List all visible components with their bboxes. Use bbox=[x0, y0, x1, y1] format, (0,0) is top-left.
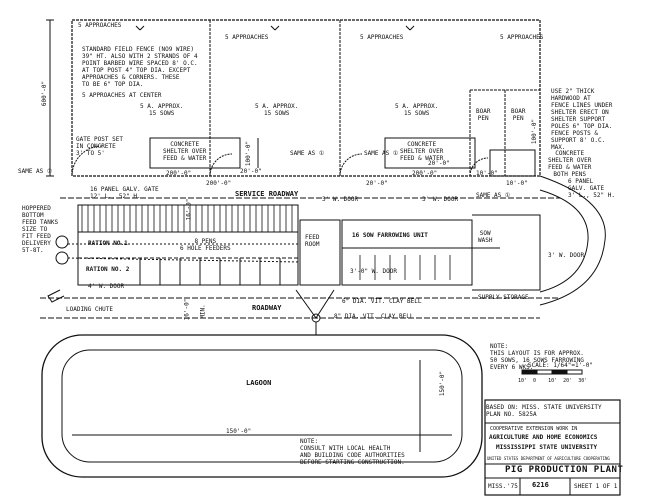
approaches-label-1: 5 APPROACHES bbox=[78, 22, 122, 29]
gate-swing-2 bbox=[209, 153, 233, 177]
sheet-label: SHEET 1 OF 1 bbox=[574, 483, 618, 490]
usda-label: UNITED STATES DEPARTMENT OF AGRICULTURE … bbox=[487, 456, 610, 461]
shelter-3-label: CONCRETE SHELTER OVER FEED & WATER BOTH … bbox=[548, 150, 592, 178]
hardwood-note: USE 2" THICK HARDWOOD AT FENCE LINES UND… bbox=[551, 88, 613, 151]
lagoon-outer bbox=[41, 334, 483, 478]
ration-1-label: RATION NO.1 bbox=[88, 240, 128, 247]
farrowing-stalls bbox=[359, 255, 451, 280]
plan-number: 6216 bbox=[532, 481, 549, 489]
supply-storage-label: SUPPLY STORAGE bbox=[478, 294, 529, 301]
door-label-1: 4' W. DOOR bbox=[88, 283, 125, 290]
approaches-center-label: 5 APPROACHES AT CENTER bbox=[82, 92, 162, 99]
sow-wash-label: SOW WASH bbox=[478, 230, 493, 244]
approaches-label-3: 5 APPROACHES bbox=[360, 34, 404, 41]
door-label-3: 3' W. DOOR bbox=[422, 196, 459, 203]
dim-200-b: 200'-0" bbox=[206, 180, 232, 187]
lot-1-label: 5 A. APPROX. 15 SOWS bbox=[140, 103, 184, 117]
dim-16-b: 16'-0" bbox=[183, 298, 191, 321]
same-as-3: SAME AS ① bbox=[364, 150, 399, 157]
msu-label: MISSISSIPPI STATE UNIVERSITY bbox=[496, 444, 598, 451]
shelter-2-label: CONCRETE SHELTER OVER FEED & WATER bbox=[400, 141, 444, 162]
pen-dividers bbox=[139, 258, 281, 285]
farrowing-label: 16 SOW FARROWING UNIT bbox=[352, 232, 428, 239]
loading-chute-label: LOADING CHUTE bbox=[66, 306, 113, 313]
dim-16: 16'-0" bbox=[185, 198, 193, 221]
scale-marks: 10' 0 10' 20' 30' bbox=[518, 378, 588, 384]
approaches-label-2: 5 APPROACHES bbox=[225, 34, 269, 41]
clay-bell-1: 6" DIA. VIT. CLAY BELL bbox=[342, 298, 422, 305]
roadway-label: ROADWAY bbox=[252, 304, 282, 312]
dim-20-a: 20'-0" bbox=[240, 168, 262, 175]
service-roadway-label: SERVICE ROADWAY bbox=[235, 190, 299, 198]
approaches-label-4: 5 APPROACHES bbox=[500, 34, 544, 41]
dim-150-h: 150'-0" bbox=[226, 428, 252, 435]
drain-lines bbox=[295, 289, 335, 319]
dim-20-b: 20'-0" bbox=[366, 180, 388, 187]
scale-label: SCALE: 1/64"=1'-0" bbox=[528, 362, 594, 369]
lagoon-label: LAGOON bbox=[246, 379, 272, 387]
shelter-3 bbox=[489, 149, 536, 177]
dim-20-c: 20'-0" bbox=[428, 160, 450, 167]
feed-room bbox=[299, 219, 341, 286]
wash-wing bbox=[472, 214, 541, 291]
feed-room-label: FEED ROOM bbox=[305, 234, 320, 248]
door-label-5: 3'-0" W. DOOR bbox=[350, 268, 397, 275]
same-as-1: SAME AS ① bbox=[18, 168, 53, 175]
ration-2-label: RATION NO. 2 bbox=[86, 266, 130, 273]
dim-10-a: 10'-0" bbox=[476, 170, 498, 177]
pens-note: 8 PENS 6 HOLE FEEDERS bbox=[180, 238, 231, 252]
dim-100-a: 100'-0" bbox=[245, 140, 253, 167]
roadway-curve bbox=[539, 175, 606, 306]
hoppered-note: HOPPERED BOTTOM FEED TANKS SIZE TO FIT F… bbox=[22, 205, 59, 254]
shelter-1 bbox=[149, 137, 241, 169]
year-label: '75 bbox=[507, 483, 518, 490]
fence-note: STANDARD FIELD FENCE (NO9 WIRE) 39" HT. … bbox=[82, 46, 198, 88]
gate-6-label: 6 PANEL GALV. GATE 3' L., 52" H. bbox=[568, 178, 615, 199]
dim-150-v: 150'-0" bbox=[439, 370, 447, 397]
based-on-note: BASED ON: MISS. STATE UNIVERSITY PLAN NO… bbox=[486, 404, 602, 418]
dim-min: MIN. bbox=[199, 304, 207, 319]
clay-bell-2: 8" DIA. VIT. CLAY BELL bbox=[334, 313, 414, 320]
loading-chute bbox=[47, 289, 65, 303]
dim-200-c: 200'-0" bbox=[412, 170, 438, 177]
state-label: MISS. bbox=[488, 483, 507, 490]
feed-tank-1 bbox=[55, 235, 69, 249]
same-as-4: SAME AS ① bbox=[476, 192, 511, 199]
dim-10-b: 10'-0" bbox=[506, 180, 528, 187]
door-label-2: 3' W. DOOR bbox=[322, 196, 359, 203]
gate-swing-3 bbox=[339, 153, 363, 177]
layout-note: NOTE: THIS LAYOUT IS FOR APPROX. 50 SOWS… bbox=[490, 343, 584, 371]
shelter-1-label: CONCRETE SHELTER OVER FEED & WATER bbox=[163, 141, 207, 162]
title-block bbox=[484, 399, 621, 496]
gate-post-note: GATE POST SET IN CONCRETE 3' TO 5' bbox=[76, 136, 123, 157]
same-as-2: SAME AS ① bbox=[290, 150, 325, 157]
door-label-4: 3' W. DOOR bbox=[548, 252, 585, 259]
consult-note: NOTE: CONSULT WITH LOCAL HEALTH AND BUIL… bbox=[300, 438, 405, 466]
fence-outline bbox=[71, 19, 541, 177]
drawing-title: PIG PRODUCTION PLANT bbox=[505, 465, 624, 475]
approach-marks bbox=[135, 25, 415, 31]
dim-600: 600'-0" bbox=[41, 80, 49, 107]
coop-label: COOPERATIVE EXTENSION WORK IN bbox=[490, 426, 578, 432]
lot-2-label: 5 A. APPROX. 15 SOWS bbox=[255, 103, 299, 117]
shelter-2 bbox=[384, 137, 476, 169]
lagoon-inner bbox=[61, 349, 463, 463]
boar-pen-2: BOAR PEN bbox=[511, 108, 526, 122]
finishing-building bbox=[77, 204, 299, 286]
scale-bar bbox=[521, 369, 583, 375]
hatched-roof bbox=[81, 205, 293, 232]
boar-pen-1: BOAR PEN bbox=[476, 108, 491, 122]
gate-swing-1 bbox=[71, 145, 103, 177]
gate-16-label: 16 PANEL GALV. GATE 12' L., 52" H. bbox=[90, 186, 159, 200]
agri-label: AGRICULTURE AND HOME ECONOMICS bbox=[489, 434, 598, 441]
farrowing-unit bbox=[341, 219, 473, 286]
dim-100-b: 100'-0" bbox=[531, 118, 539, 145]
gate-swing-4 bbox=[469, 157, 489, 177]
dim-200-a: 200'-0" bbox=[166, 170, 192, 177]
lot-3-label: 5 A. APPROX. 15 SOWS bbox=[395, 103, 439, 117]
